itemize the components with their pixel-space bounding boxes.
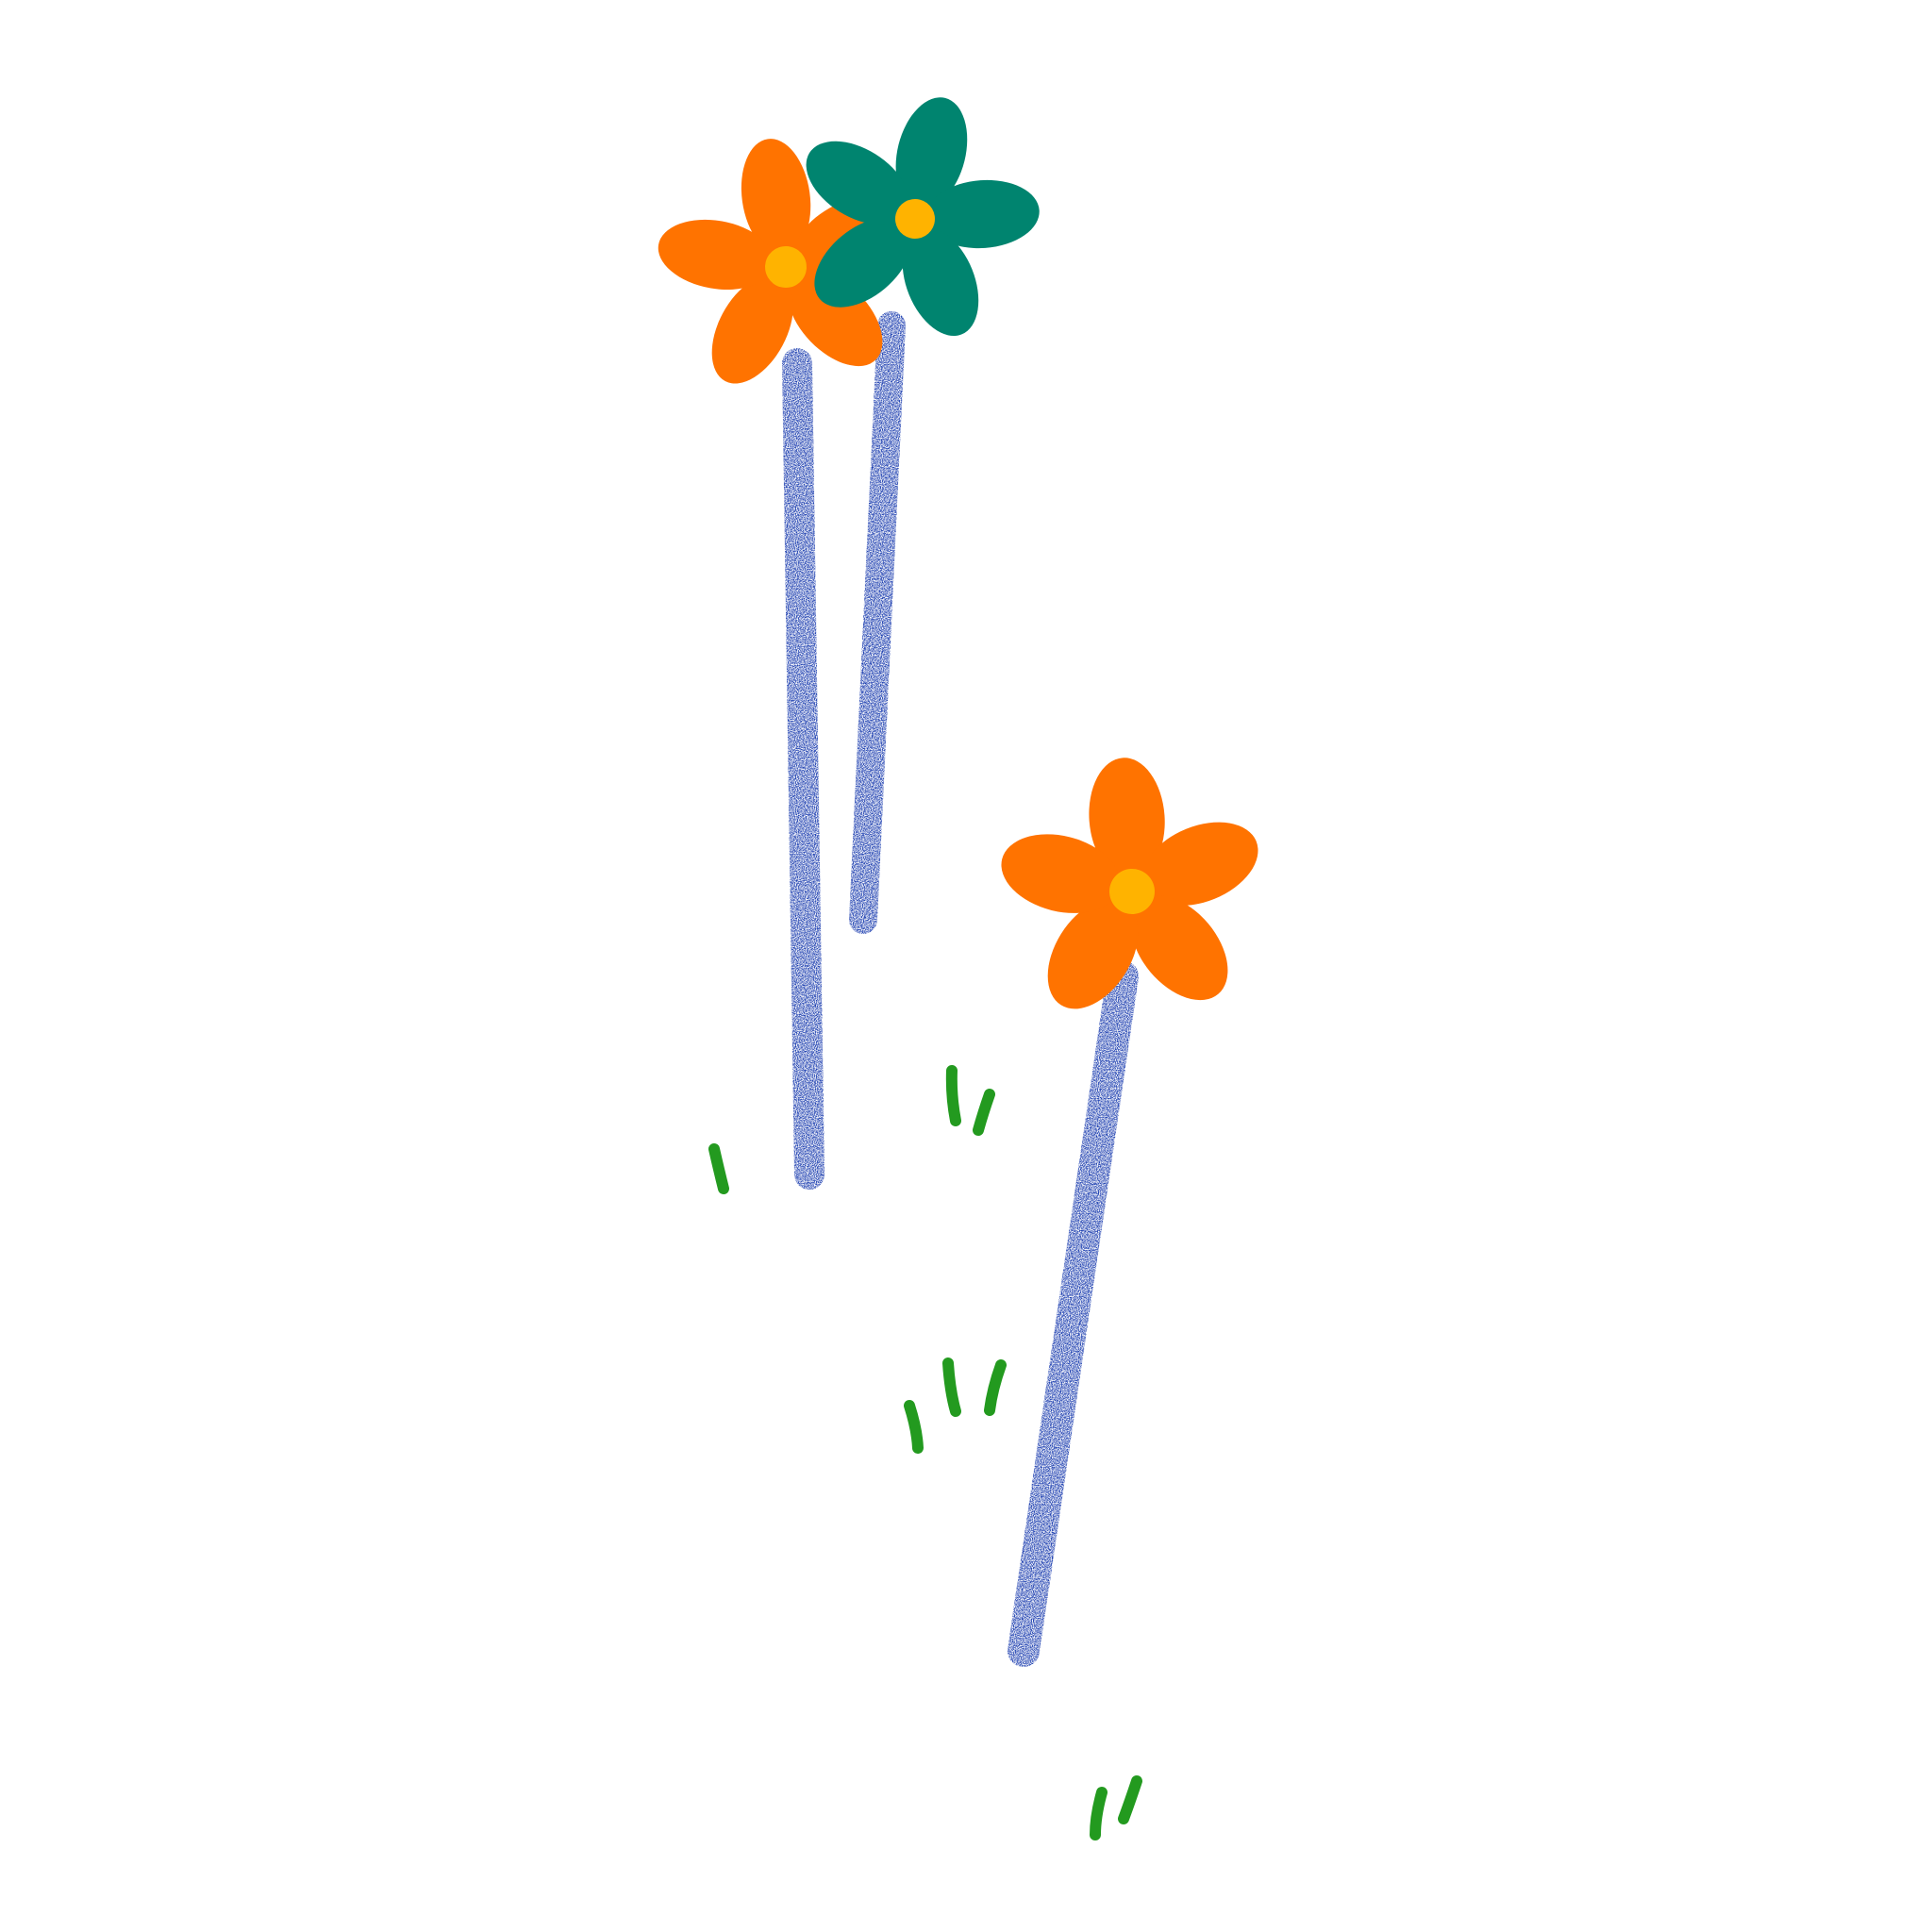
petals bbox=[806, 97, 1040, 336]
flower-center bbox=[1109, 869, 1155, 914]
grass-tuft-lower bbox=[1090, 1775, 1142, 1840]
flower-center bbox=[765, 246, 807, 288]
petals bbox=[1001, 758, 1258, 1009]
grass-tuft-bottom bbox=[904, 1357, 1007, 1454]
stem-right bbox=[1008, 960, 1139, 1667]
grass-tuft-left bbox=[708, 1143, 729, 1194]
teal-flower-top bbox=[806, 97, 1040, 336]
grass bbox=[708, 1065, 1142, 1840]
stem-middle bbox=[849, 311, 906, 934]
orange-flower-right bbox=[1001, 758, 1258, 1009]
grass-tuft-center bbox=[945, 1065, 995, 1136]
stem-left bbox=[782, 348, 824, 1190]
stems bbox=[782, 311, 1139, 1667]
flower-center bbox=[895, 199, 935, 239]
